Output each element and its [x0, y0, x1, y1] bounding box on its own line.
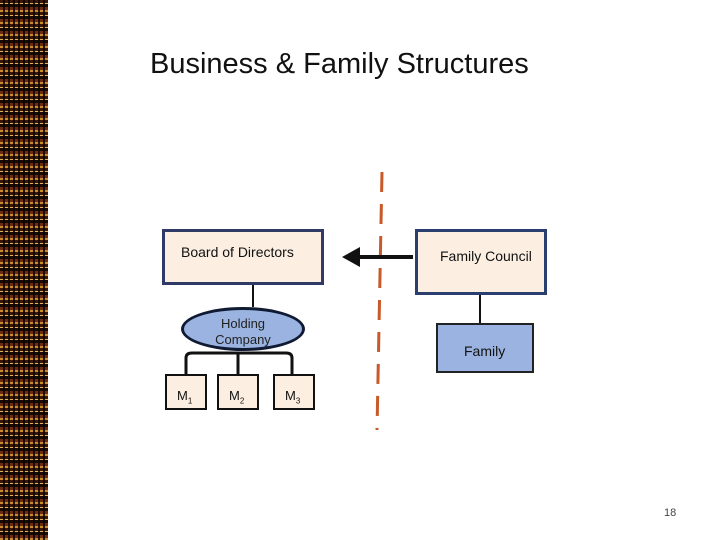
decorative-border-strip [0, 0, 48, 540]
subsidiary-m2-letter: M [229, 388, 240, 403]
family-council-box: Family Council [415, 229, 547, 295]
subsidiary-m3-letter: M [285, 388, 296, 403]
subsidiary-m1-box: M1 [165, 374, 207, 410]
subsidiary-m2-box: M2 [217, 374, 259, 410]
family-box: Family [436, 323, 534, 373]
council-to-family-line [479, 295, 481, 323]
board-of-directors-label: Board of Directors [181, 244, 294, 260]
subsidiary-m3-subscript: 3 [295, 396, 301, 406]
board-to-holding-line [252, 285, 254, 307]
family-label: Family [464, 343, 506, 359]
holding-company-label-line2: Company [215, 332, 271, 347]
holding-company-ellipse: Holding Company [181, 307, 305, 351]
family-council-label: Family Council [440, 248, 532, 264]
page-number: 18 [664, 507, 677, 519]
slide-title: Business & Family Structures [150, 48, 529, 80]
subsidiary-m1-letter: M [177, 388, 188, 403]
subsidiary-m3-box: M3 [273, 374, 315, 410]
subsidiary-tree-connector [184, 351, 294, 376]
holding-company-label-line1: Holding [220, 316, 266, 331]
arrow-head [342, 247, 360, 267]
board-of-directors-box: Board of Directors [162, 229, 324, 285]
dashed-divider [375, 171, 384, 431]
subsidiary-m1-subscript: 1 [187, 396, 193, 406]
subsidiary-m2-subscript: 2 [239, 396, 245, 406]
